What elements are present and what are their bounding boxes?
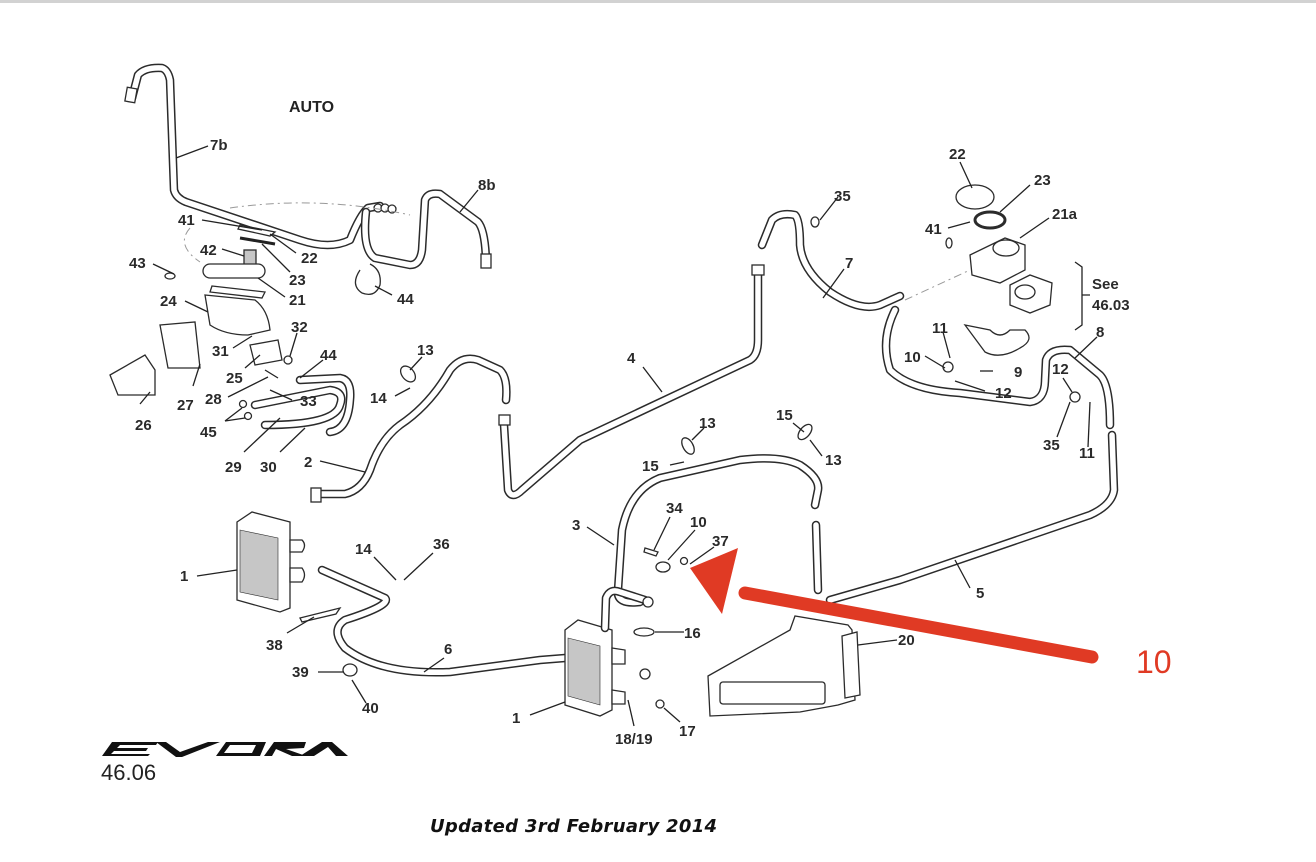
variant-label: AUTO [289,99,334,116]
gasket-cluster [109,224,381,421]
label-41-b: 41 [925,221,942,238]
label-1-b: 1 [512,710,520,727]
label-24: 24 [160,293,177,310]
leader-lines [139,145,1098,727]
section-code: 46.06 [101,760,157,785]
label-37: 37 [712,533,729,550]
pipe-5 [825,430,1119,605]
label-26: 26 [135,417,152,434]
label-12-b: 12 [1052,361,1069,378]
label-43: 43 [129,255,146,272]
label-7b: 7b [210,137,228,154]
label-35-b: 35 [1043,437,1060,454]
dash-guide [183,202,411,263]
label-44-b: 44 [320,347,337,364]
label-2: 2 [304,454,312,471]
label-30: 30 [260,459,277,476]
dash-guide-2 [904,269,971,301]
label-40: 40 [362,700,379,717]
label-18-19: 18/19 [615,731,653,748]
thermostat-housing [945,184,1090,356]
see-reference-line1: See [1092,276,1119,293]
label-38: 38 [266,637,283,654]
label-9: 9 [1014,364,1022,381]
label-29: 29 [225,459,242,476]
pipe-8b [360,189,492,270]
label-4: 4 [627,350,636,367]
label-10: 10 [690,514,707,531]
annotation-arrow [690,548,1099,664]
label-10-upper: 10 [904,349,921,366]
see-reference-line2: 46.03 [1092,297,1130,314]
label-31: 31 [212,343,229,360]
oil-cooler-left [236,511,306,613]
label-13: 13 [417,342,434,359]
pipe-2 [310,354,511,503]
label-13-c: 13 [825,452,842,469]
label-3: 3 [572,517,580,534]
top-border [0,0,1316,3]
label-27: 27 [177,397,194,414]
pipe-4 [498,264,765,500]
label-6: 6 [444,641,452,658]
label-7: 7 [845,255,853,272]
label-15-b: 15 [776,407,793,424]
label-32: 32 [291,319,308,336]
air-duct [707,615,861,717]
label-41: 41 [178,212,195,229]
label-39: 39 [292,664,309,681]
part-labels: AUTO 7b 8b 41 22 42 23 43 21 44 24 31 32… [129,99,1130,748]
label-45: 45 [200,424,217,441]
label-11: 11 [932,320,948,337]
label-33: 33 [300,393,317,410]
pipes-29-30 [250,373,355,437]
label-13-b: 13 [699,415,716,432]
updated-date: Updated 3rd February 2014 [430,816,718,837]
pipe-12 [881,305,1115,430]
pipe-7 [757,209,905,312]
label-21: 21 [289,292,306,309]
label-12: 12 [995,385,1012,402]
label-8b: 8b [478,177,496,194]
label-36: 36 [433,536,450,553]
label-15: 15 [642,458,659,475]
label-35: 35 [834,188,851,205]
label-22-b: 22 [949,146,966,163]
evora-logo [102,742,348,757]
label-44: 44 [397,291,414,308]
oil-cooler-right [564,586,654,717]
label-28: 28 [205,391,222,408]
label-16: 16 [684,625,701,642]
label-34: 34 [666,500,683,517]
label-42: 42 [200,242,217,259]
label-25: 25 [226,370,243,387]
label-1: 1 [180,568,188,585]
pipe-6 [317,565,570,677]
annotation-label: 10 [1136,644,1172,680]
label-22: 22 [301,250,318,267]
label-11-b: 11 [1079,445,1095,462]
label-20: 20 [898,632,915,649]
label-14: 14 [370,390,387,407]
label-17: 17 [679,723,696,740]
label-23-b: 23 [1034,172,1051,189]
label-8: 8 [1096,324,1104,341]
pipe-7b [124,63,385,250]
label-21a: 21a [1052,206,1078,223]
label-5: 5 [976,585,984,602]
label-23: 23 [289,272,306,289]
label-14-b: 14 [355,541,372,558]
